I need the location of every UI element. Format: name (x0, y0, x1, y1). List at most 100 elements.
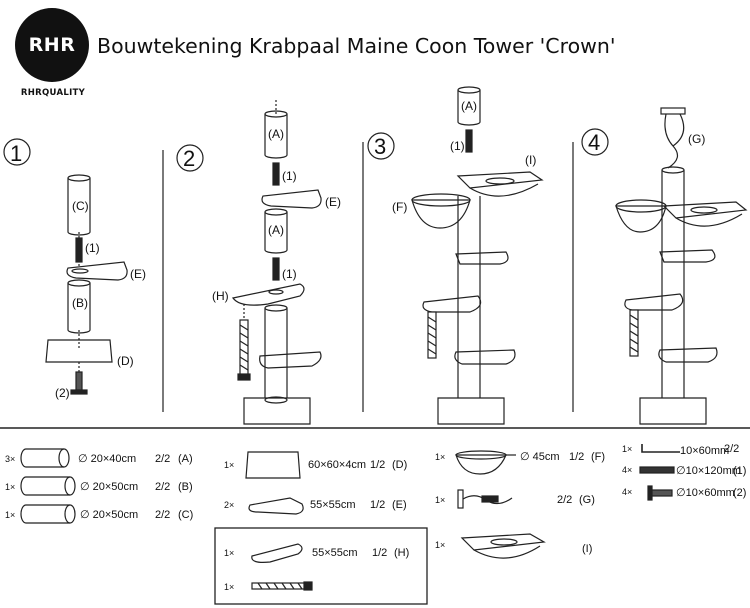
part-qty: 2× (224, 500, 234, 510)
part-qty: 1× (622, 444, 632, 454)
bowl-rim (411, 193, 471, 207)
platform-h (231, 283, 305, 306)
part-code: (I) (582, 543, 592, 555)
screw-icon (651, 489, 673, 497)
step-number: 3 (374, 134, 386, 159)
part-tube-c: 1× ∅ 20×50cm 2/2 (C) (5, 504, 193, 524)
platform-e-icon (248, 497, 304, 515)
platform-hole (71, 268, 89, 274)
part-frac: 2/2 (155, 453, 170, 465)
part-tube-b: 1× ∅ 20×50cm 2/2 (B) (5, 476, 193, 496)
platform-h-box (214, 527, 428, 605)
tube-a-top (264, 208, 288, 216)
part-dim: ∅ 20×50cm (80, 509, 138, 521)
part-platform-h: 1× 55×55cm 1/2 (H) (224, 543, 409, 563)
platform-hole (268, 289, 284, 295)
part-code: (2) (733, 487, 746, 499)
part-screw: 4× ∅10×60mm (2) (622, 485, 746, 501)
rope-texture (257, 582, 303, 590)
label-f: (F) (392, 200, 407, 214)
platform-h-mounted (624, 293, 684, 311)
rope-texture (629, 314, 639, 353)
part-frac: 1/2 (370, 459, 385, 471)
part-dim: ∅ 45cm (520, 451, 560, 463)
base-d (243, 397, 311, 425)
tube-b-end (64, 476, 76, 496)
part-code: (F) (591, 451, 605, 463)
part-frac: 2/2 (155, 509, 170, 521)
part-frac: 1/2 (372, 547, 387, 559)
step-number-circle (3, 138, 31, 166)
platform-e-mounted (259, 351, 322, 369)
platform-e-mounted (659, 249, 716, 263)
tube-a-end (58, 448, 70, 468)
tube-a-bottom (264, 154, 288, 159)
platform-e (261, 189, 322, 209)
part-code: (H) (394, 547, 409, 559)
bowl-f-icon (455, 454, 507, 475)
hammock-hole (485, 177, 515, 185)
rope-end (303, 581, 313, 591)
part-dim: 55×55cm (312, 547, 358, 559)
bowl-f (411, 199, 471, 229)
part-platform-e: 2× 55×55cm 1/2 (E) (224, 497, 407, 515)
label-bolt-1: (1) (282, 169, 297, 183)
hammock-i (662, 201, 748, 219)
tensioner-plate (660, 107, 686, 115)
part-frac: 2/2 (557, 494, 572, 506)
rope-end (237, 373, 251, 381)
part-rope: 1× (224, 581, 313, 592)
tube-c-bottom (67, 231, 91, 236)
tube-a (264, 212, 288, 250)
label-a: (A) (461, 99, 477, 113)
part-qty: 1× (224, 460, 234, 470)
part-qty: 3× (5, 454, 15, 464)
base-d (639, 397, 707, 425)
part-code: (B) (178, 481, 193, 493)
base-d (437, 397, 505, 425)
rope-texture (239, 324, 249, 371)
part-code: (G) (579, 494, 595, 506)
part-qty: 4× (622, 487, 632, 497)
tube-c-icon (20, 504, 70, 524)
logo-mark: RHR (15, 8, 89, 82)
step-number-circle (176, 144, 204, 172)
tube-c (67, 178, 91, 232)
step-number-circle (367, 132, 395, 160)
step-number: 4 (588, 130, 600, 155)
step-number-circle (581, 128, 609, 156)
step-2: 2 (A) (1) (E) (A) (1) (H) (176, 100, 341, 425)
pole-foot (264, 396, 288, 404)
screw-head (70, 389, 88, 395)
label-a: (A) (268, 127, 284, 141)
tube-a-icon (20, 448, 64, 468)
part-tensioner-g: 1× 2/2 (G) (435, 489, 595, 509)
label-g: (G) (688, 132, 705, 146)
part-code: (A) (178, 453, 193, 465)
hammock-i-icon (460, 533, 546, 551)
hammock-i (456, 171, 544, 189)
rhr-logo: RHR RHRQUALITY (12, 8, 94, 98)
part-code: (1) (733, 465, 746, 477)
tube-a (264, 114, 288, 155)
platform-h-icon (251, 543, 303, 563)
part-threaded-bolt: 4× ∅10×120mm (1) (622, 465, 746, 477)
tube-c-top (67, 174, 91, 182)
part-qty: 1× (435, 540, 445, 550)
tube-b-bottom (67, 329, 91, 334)
part-dim: 55×55cm (310, 499, 356, 511)
tube-b-top (67, 279, 91, 287)
page-title: Bouwtekening Krabpaal Maine Coon Tower '… (97, 34, 616, 58)
part-qty: 1× (224, 548, 234, 558)
part-qty: 4× (622, 465, 632, 475)
part-dim: ∅10×60mm (676, 487, 735, 499)
part-qty: 1× (435, 452, 445, 462)
part-frac: 2/2 (155, 481, 170, 493)
tube-b (67, 283, 91, 330)
main-pole (264, 308, 288, 398)
label-i: (I) (525, 153, 536, 167)
base-d-icon (245, 451, 301, 479)
part-code: (C) (178, 509, 193, 521)
part-hex-key: 1× 10×60mm 2/2 (622, 443, 739, 457)
tube-a-top (457, 86, 481, 94)
